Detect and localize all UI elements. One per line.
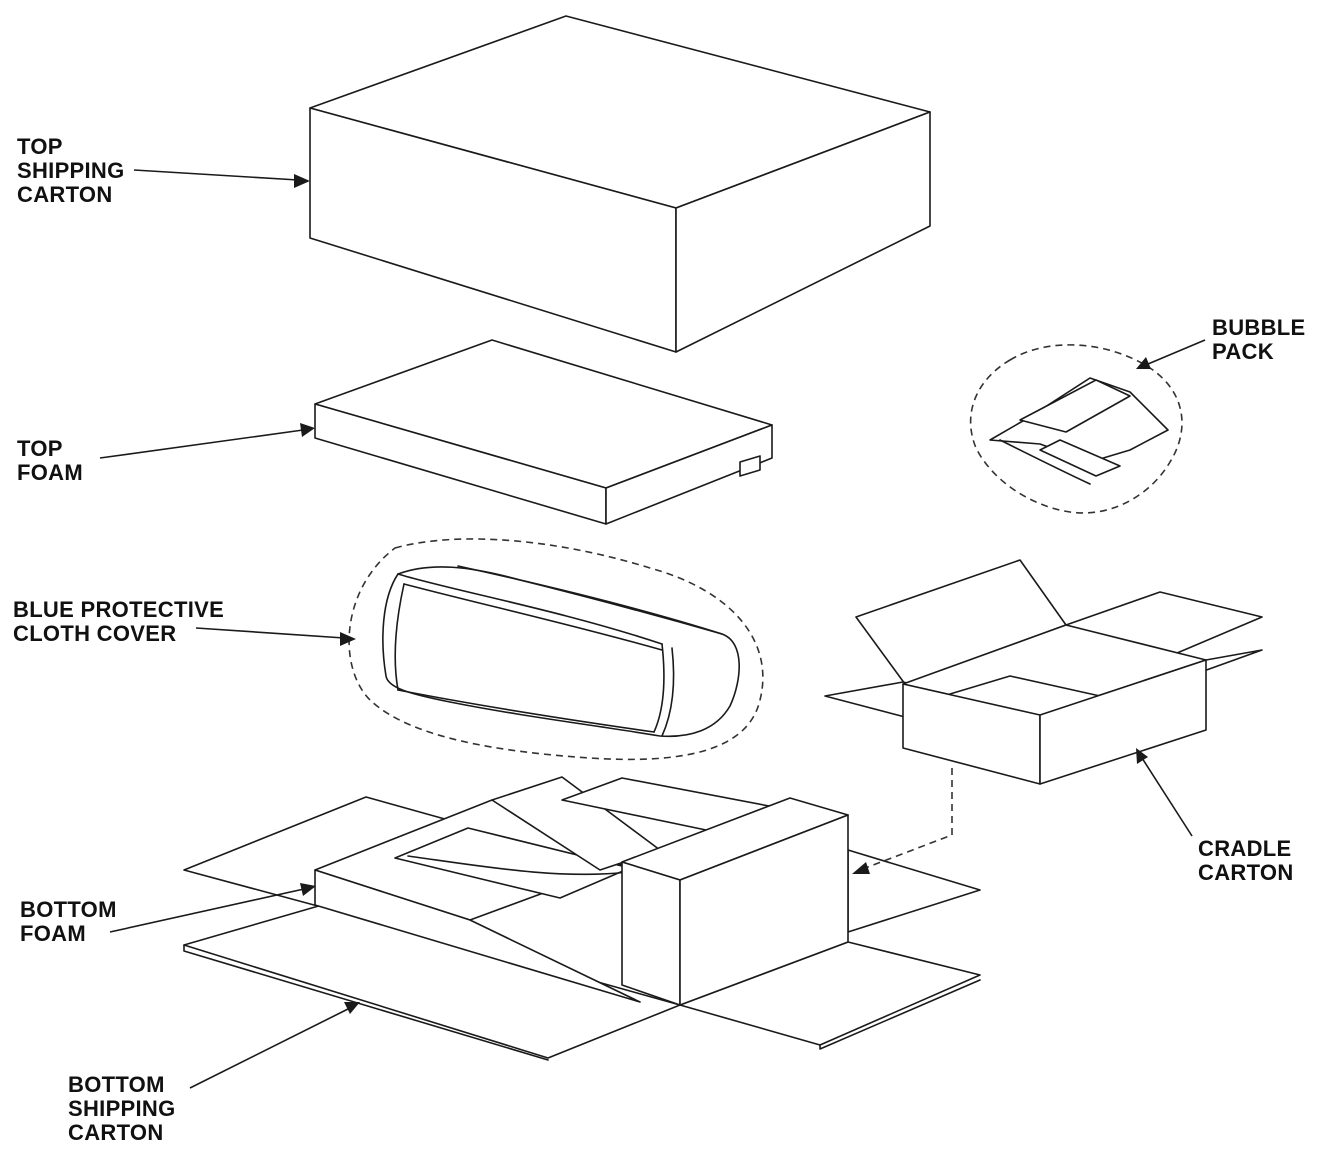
label-line: FOAM bbox=[17, 460, 83, 485]
label-bottom-shipping-carton: BOTTOM SHIPPING CARTON bbox=[68, 1073, 176, 1145]
label-line: CARTON bbox=[17, 182, 113, 207]
label-line: CLOTH COVER bbox=[13, 621, 177, 646]
cradle-placement-connector bbox=[852, 768, 953, 874]
label-line: BUBBLE bbox=[1212, 315, 1306, 340]
label-line: BOTTOM bbox=[20, 897, 117, 922]
cradle-carton bbox=[824, 559, 1263, 785]
label-bottom-foam: BOTTOM FOAM bbox=[20, 898, 117, 946]
leader-top-shipping-carton bbox=[133, 169, 310, 188]
label-line: TOP bbox=[17, 436, 63, 461]
leader-bottom-shipping-carton bbox=[189, 1002, 360, 1089]
label-line: TOP bbox=[17, 134, 63, 159]
top-shipping-carton bbox=[309, 15, 931, 353]
label-line: BLUE PROTECTIVE bbox=[13, 597, 225, 622]
label-line: CARTON bbox=[68, 1120, 164, 1145]
label-top-shipping-carton: TOP SHIPPING CARTON bbox=[17, 135, 125, 207]
label-line: CARTON bbox=[1198, 860, 1294, 885]
label-line: SHIPPING bbox=[68, 1096, 176, 1121]
bubble-pack bbox=[969, 344, 1183, 514]
label-blue-protective-cloth-cover: BLUE PROTECTIVE CLOTH COVER bbox=[13, 598, 224, 646]
label-bubble-pack: BUBBLE PACK bbox=[1212, 316, 1305, 364]
label-line: SHIPPING bbox=[17, 158, 125, 183]
label-line: PACK bbox=[1212, 339, 1274, 364]
leader-bottom-foam bbox=[109, 883, 316, 933]
top-foam bbox=[314, 339, 773, 525]
label-line: CRADLE bbox=[1198, 836, 1292, 861]
leader-top-foam bbox=[99, 423, 315, 459]
bottom-foam bbox=[314, 776, 849, 1006]
label-top-foam: TOP FOAM bbox=[17, 437, 83, 485]
blue-protective-cloth-cover bbox=[348, 538, 764, 761]
label-line: FOAM bbox=[20, 921, 86, 946]
leader-blue-cover bbox=[195, 627, 356, 646]
leader-bubble-pack bbox=[1136, 339, 1206, 369]
leader-cradle-carton bbox=[1136, 748, 1193, 837]
label-line: BOTTOM bbox=[68, 1072, 165, 1097]
label-cradle-carton: CRADLE CARTON bbox=[1198, 837, 1294, 885]
